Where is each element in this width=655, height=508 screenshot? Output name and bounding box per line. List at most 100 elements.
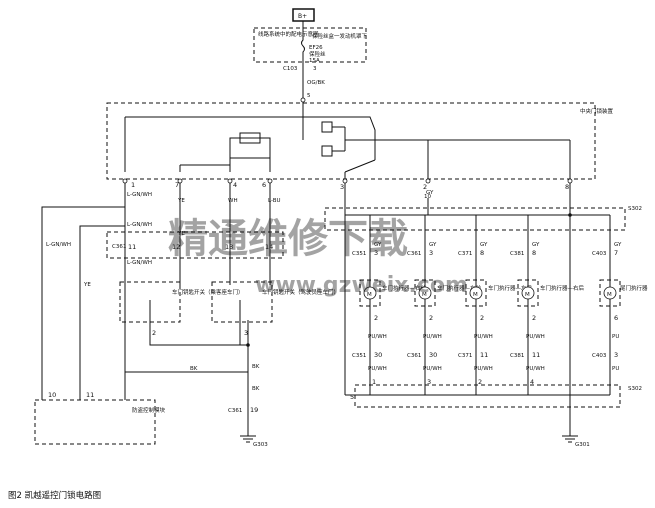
act-wire: GY xyxy=(429,242,437,248)
act-conn-bot: C351 xyxy=(352,353,366,359)
act-wire-bot-2: PU/WH xyxy=(368,366,387,372)
actuator-tailgate: C403 7 GY M 尾门执行器 6 PU C403 3 PU xyxy=(592,215,648,395)
switch-pin-3: 3 xyxy=(244,329,248,337)
wire-ye: YE xyxy=(177,198,185,204)
wire-lgnwh: L-GN/WH xyxy=(127,192,152,198)
bk-wire-2: BK xyxy=(252,364,260,370)
act-pin-c: 30 xyxy=(429,351,437,359)
act-pin-bot: 2 xyxy=(429,314,433,322)
bottom-pin: 5 xyxy=(350,393,354,401)
act-pin-bot: 6 xyxy=(614,314,618,322)
act-wire-bot: PU/WH xyxy=(474,334,493,340)
switch-pin-2: 2 xyxy=(152,329,156,337)
central-lock-unit-outline xyxy=(106,102,596,180)
act-wire-bot: PU/WH xyxy=(368,334,387,340)
cl-pin: 8 xyxy=(565,183,569,191)
act-conn: C403 xyxy=(592,251,607,257)
lgnwh-2: L-GN/WH xyxy=(127,222,152,228)
c361-connector-outline xyxy=(106,231,284,259)
fuse-box-outline xyxy=(253,27,367,63)
cl-pin: 1 xyxy=(131,181,135,189)
receiver-name: 防盗控制模块 xyxy=(132,406,166,414)
act-conn-bot: C381 xyxy=(510,353,524,359)
c103-label: C103 xyxy=(283,66,298,72)
cl-pin: 4 xyxy=(233,181,237,189)
svg-text:M: M xyxy=(422,292,427,298)
harness-pin: 12 xyxy=(172,243,180,251)
act-pin-top: 3 xyxy=(374,249,378,257)
lgnwh-3: L-GN/WH xyxy=(127,260,152,266)
actuator-rear-left: C371 8 GY M 车门执行器—左后 2 PU/WH C371 11 PU/… xyxy=(458,215,533,395)
power-source-label: B+ xyxy=(298,13,307,20)
act-wire-bot: PU/WH xyxy=(423,334,442,340)
cl-pin: 6 xyxy=(262,181,266,189)
act-pin-top: 8 xyxy=(532,249,536,257)
actuator-front-left: C361 3 GY M 车门执行器—左前 2 PU/WH C361 30 PU/… xyxy=(407,215,482,395)
act-pin-bot: 2 xyxy=(480,314,484,322)
internal-switch xyxy=(229,137,271,159)
receiver-pin: 10 xyxy=(48,391,56,399)
receiver-outline xyxy=(34,399,156,445)
act-wire-bot: PU/WH xyxy=(526,334,545,340)
actuator-rear-right: C381 8 GY M 车门执行器—右后 2 PU/WH C381 11 PU/… xyxy=(510,215,585,395)
fuse-rating: 15A xyxy=(309,58,320,64)
actuator-front-right: C351 3 GY M 车门执行器—右前 2 PU/WH C351 30 PU/… xyxy=(352,215,427,395)
s302-top-outline xyxy=(324,207,626,231)
act-pin-c: 11 xyxy=(480,351,488,359)
act-label: 尾门执行器 xyxy=(620,284,648,292)
ground-left-conn: C361 xyxy=(228,408,242,414)
fuse-desc: 保险丝 xyxy=(309,50,326,58)
s302-bottom-outline xyxy=(354,384,621,408)
act-conn: C351 xyxy=(352,251,366,257)
act-conn: C381 xyxy=(510,251,524,257)
act-pin-top: 7 xyxy=(614,249,618,257)
switch-passenger-label: 车门钥匙开关（乘客座车门） xyxy=(172,288,244,296)
bk-wire-1: BK xyxy=(190,366,198,372)
svg-text:M: M xyxy=(473,292,478,298)
cl-pin: 7 xyxy=(175,181,179,189)
cl-pin-10: 10 xyxy=(424,194,431,200)
act-wire-bot-2: PU/WH xyxy=(526,366,545,372)
act-pin-c: 11 xyxy=(532,351,540,359)
act-wire-bot-2: PU/WH xyxy=(423,366,442,372)
s302-bottom: S302 xyxy=(628,386,642,392)
act-wire: GY xyxy=(374,242,382,248)
cl-pin: 3 xyxy=(340,183,344,191)
fuse-name: EF26 xyxy=(309,45,323,51)
wire-lbu: L-BU xyxy=(268,198,281,204)
pin-5: 5 xyxy=(307,93,311,99)
left-wire-ye xyxy=(79,225,125,400)
relay-coil-2 xyxy=(321,145,333,157)
bottom-pin: 4 xyxy=(530,378,534,386)
act-conn-bot: C403 xyxy=(592,353,607,359)
act-label: 车门执行器—右后 xyxy=(540,284,585,292)
act-pin-bot: 2 xyxy=(532,314,536,322)
cl-pin: 2 xyxy=(423,183,427,191)
central-lock-pins: 1 7 4 6 3 2 8 xyxy=(122,178,573,191)
left-ye-label: YE xyxy=(83,282,91,288)
ground-left-pin: 19 xyxy=(250,406,258,414)
receiver-pin: 11 xyxy=(86,391,94,399)
bottom-pin: 2 xyxy=(478,378,482,386)
watermark-url: www.gzweix.com xyxy=(255,273,468,298)
act-conn-bot: C371 xyxy=(458,353,472,359)
act-pin-top: 8 xyxy=(480,249,484,257)
act-label: 车门执行器—左后 xyxy=(488,284,533,292)
act-label: 车门执行器—左前 xyxy=(437,284,482,292)
relay-coil-1 xyxy=(321,121,333,133)
wire-og-bk: OG/BK xyxy=(307,80,325,86)
figure-caption: 图2 凯越遥控门锁电路图 xyxy=(8,491,102,501)
act-wire-bot-2: PU xyxy=(612,366,619,372)
bk-wire-3: BK xyxy=(252,386,260,392)
act-pin-c: 30 xyxy=(374,351,382,359)
act-wire: GY xyxy=(480,242,488,248)
s302-top: S302 xyxy=(628,206,642,212)
act-pin-bot: 2 xyxy=(374,314,378,322)
act-pin-c: 3 xyxy=(614,351,618,359)
wire-gy: GY xyxy=(426,190,434,196)
ground-left-name: G303 xyxy=(253,442,268,448)
act-pin-top: 3 xyxy=(429,249,433,257)
fuse-symbol xyxy=(301,28,305,62)
ground-right-name: G301 xyxy=(575,442,590,448)
act-conn: C371 xyxy=(458,251,472,257)
